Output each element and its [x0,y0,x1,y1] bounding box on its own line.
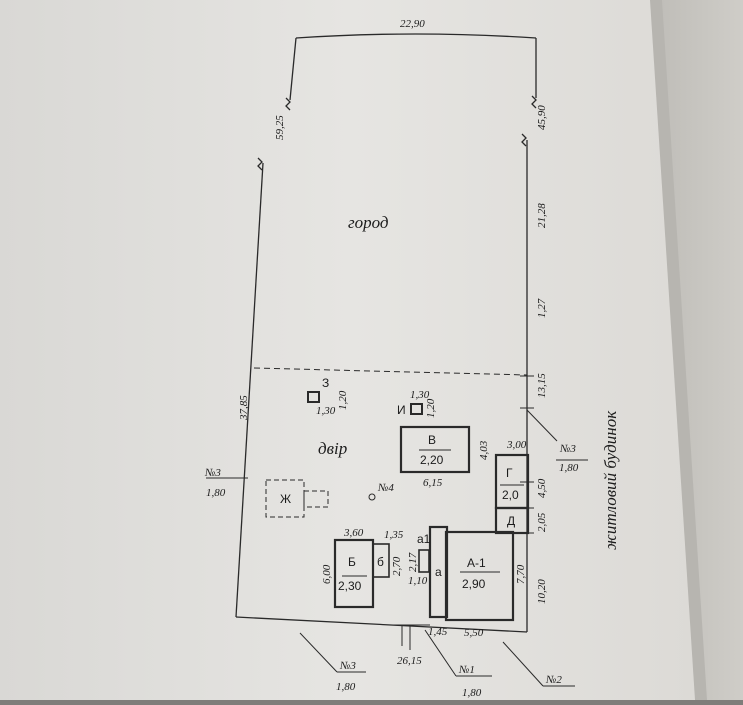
building-b-small-w: 1,35 [384,529,404,541]
dim-right-2: 1,27 [536,298,548,318]
garden-label: город [348,213,389,232]
dim-top: 22,90 [400,18,425,30]
dim-right-4: 4,03 [478,440,490,460]
building-a1-small: а1 [417,532,431,546]
plot-boundary [235,33,537,633]
building-h-name: Г [506,466,513,480]
yard-label: двір [318,439,347,458]
building-v-width: 6,15 [423,477,443,489]
building-v-height: 2,20 [420,453,444,467]
neighbor-left-no: №3 [204,467,221,479]
building-b [333,538,390,609]
building-b-small: б [377,555,384,569]
neighbor-left-val: 1,80 [206,487,226,499]
neighbor-leaders [206,409,588,687]
dim-right-5: 4,50 [536,478,548,498]
dim-right-6: 2,05 [536,512,548,532]
building-z [307,391,320,403]
building-z-h: 1,20 [337,390,349,410]
neighbor-right-val: 1,80 [559,462,579,474]
building-b-height: 2,30 [338,579,362,593]
building-a1-name: А-1 [467,556,486,570]
building-i-w: 1,30 [410,389,430,401]
dim-right-1: 21,28 [536,203,548,228]
building-v-name: В [428,433,436,447]
building-i-h: 1,20 [425,398,437,418]
page-edge [650,0,707,700]
building-a1-small-h: 1,10 [408,575,428,587]
house-side-label: житловий будинок [601,410,620,550]
dim-bottom: 26,15 [397,655,422,667]
dim-bottom-left-1: 1,45 [428,626,448,638]
dim-right-3: 13,15 [536,373,548,398]
building-zh-name: Ж [280,492,291,506]
building-b-name: Б [348,555,356,569]
building-z-w: 1,30 [316,405,336,417]
neighbor-right-no: №3 [559,443,576,455]
building-a-small: а [435,565,442,579]
neighbor-bottom-mid-val: 1,80 [462,687,482,699]
dim-right-7: 7,70 [515,564,527,584]
building-v [399,425,471,474]
dim-bottom-left-2: 5,50 [464,627,484,639]
building-b-width: 3,60 [343,527,364,539]
paper-sheet [0,0,700,700]
dim-left-lower: 37,85 [238,395,250,421]
building-z-name: З [322,376,329,390]
neighbor-bottom-left-no: №3 [339,660,356,672]
point-4-marker [368,493,376,501]
dim-right-8: 10,20 [536,579,548,604]
neighbor-bottom-mid-no: №1 [458,664,475,676]
building-b-depth: 6,00 [321,564,333,584]
building-h-height: 2,0 [502,488,519,502]
building-i [410,403,423,415]
building-a1-small-w: 2,17 [407,552,419,572]
building-b-small-h: 2,70 [391,556,403,576]
point-4-label: №4 [377,482,394,494]
building-zh-planned [265,479,329,518]
neighbor-bottom-right-no: №2 [545,674,562,686]
building-i-name: И [397,403,406,417]
neighbor-bottom-left-val: 1,80 [336,681,356,693]
building-a1-height: 2,90 [462,577,486,591]
building-a1 [418,525,515,622]
garden-yard-divider [253,367,528,376]
building-d-name: Д [507,514,515,528]
dim-right-top: 45,90 [536,105,548,130]
building-h-width: 3,00 [506,439,527,451]
dim-left-upper: 59,25 [274,115,286,140]
